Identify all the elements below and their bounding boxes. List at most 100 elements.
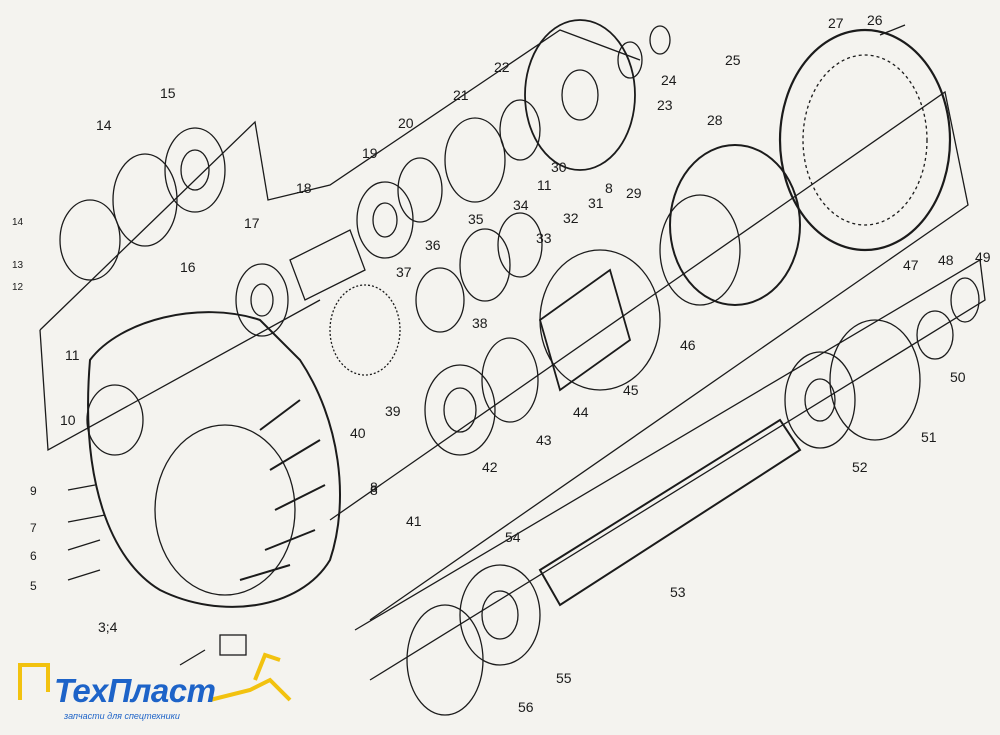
gasket-14 <box>112 153 178 247</box>
callout-number: 29 <box>626 185 642 201</box>
flange-23 <box>524 19 636 171</box>
callout-number: 53 <box>670 584 686 600</box>
callout-number: 35 <box>468 211 484 227</box>
callout-number: 14 <box>12 217 24 228</box>
seal-51 <box>829 319 921 441</box>
callout-number: 56 <box>518 699 534 715</box>
logo-machine-icon <box>18 652 292 702</box>
nut-25 <box>649 25 671 55</box>
plug-fitting <box>219 634 247 656</box>
bolt-6 <box>67 539 101 551</box>
snap-ring-56 <box>406 604 484 716</box>
callout-number: 38 <box>472 315 488 331</box>
ring-33 <box>497 212 543 278</box>
bolt-26 <box>879 24 906 36</box>
callout-number: 15 <box>160 85 176 101</box>
ring-45 <box>539 249 661 391</box>
brand-tagline: запчасти для спецтехники <box>64 711 180 721</box>
callout-number: 37 <box>396 264 412 280</box>
callout-number: 32 <box>563 210 579 226</box>
callout-number: 20 <box>398 115 414 131</box>
callout-number: 8 <box>370 479 378 495</box>
callout-number: 10 <box>60 412 76 428</box>
snap-ring-49 <box>950 277 980 323</box>
group-outline-upper <box>39 29 641 331</box>
callout-number: 28 <box>707 112 723 128</box>
ring-24 <box>617 41 643 79</box>
callout-layer: 3;45678910111213141415161718192021222324… <box>12 12 991 715</box>
bearing-19 <box>356 181 414 259</box>
callout-number: 3;4 <box>98 619 118 635</box>
callout-number: 22 <box>494 59 510 75</box>
callout-number: 44 <box>573 404 589 420</box>
callout-number: 26 <box>867 12 883 28</box>
housing-ribs <box>239 399 326 581</box>
callout-number: 8 <box>370 482 378 498</box>
bearing-15 <box>164 127 226 213</box>
callout-number: 21 <box>453 87 469 103</box>
callout-number: 7 <box>30 521 37 535</box>
callout-number: 30 <box>551 159 567 175</box>
ring-gear-21 <box>444 117 506 203</box>
bolt-7 <box>67 514 106 523</box>
callout-number: 54 <box>505 529 521 545</box>
housing-bore-small <box>86 384 144 456</box>
gear-shaft-18 <box>289 229 366 301</box>
callout-number: 25 <box>725 52 741 68</box>
bearing-17 <box>235 263 289 337</box>
callout-number: 39 <box>385 403 401 419</box>
callout-number: 12 <box>12 282 24 293</box>
callout-number: 18 <box>296 180 312 196</box>
callout-number: 42 <box>482 459 498 475</box>
callout-number: 17 <box>244 215 260 231</box>
callout-number: 13 <box>12 260 24 271</box>
plug-bolt <box>179 649 206 666</box>
callout-number: 24 <box>661 72 677 88</box>
callout-number: 48 <box>938 252 954 268</box>
carrier-28 <box>669 144 801 306</box>
callout-number: 6 <box>30 549 37 563</box>
callout-number: 23 <box>657 97 673 113</box>
bearing-42 <box>424 364 496 456</box>
bolt-5 <box>67 569 101 581</box>
nut-50 <box>916 310 954 360</box>
bolt-9 <box>67 484 96 491</box>
bearing-55 <box>459 564 541 666</box>
callout-number: 33 <box>536 230 552 246</box>
washer-20 <box>397 157 443 223</box>
callout-number: 5 <box>30 579 37 593</box>
bearing-38 <box>415 267 465 333</box>
snap-ring-43 <box>481 337 539 423</box>
callout-number: 46 <box>680 337 696 353</box>
callout-number: 40 <box>350 425 366 441</box>
group-outline-right <box>329 90 969 621</box>
housing-bore-large <box>154 424 296 596</box>
callout-number: 11 <box>537 177 552 193</box>
ring-gear-27 <box>778 28 952 252</box>
callout-number: 31 <box>588 195 604 211</box>
callout-number: 36 <box>425 237 441 253</box>
callout-number: 45 <box>623 382 639 398</box>
callout-number: 34 <box>513 197 529 213</box>
ring-22 <box>499 99 541 161</box>
callout-number: 16 <box>180 259 196 275</box>
callout-number: 51 <box>921 429 937 445</box>
cage-35 <box>459 228 511 302</box>
group-outline-left <box>39 299 321 452</box>
cover-plate-14 <box>59 199 121 281</box>
callout-number: 19 <box>362 145 378 161</box>
callout-number: 14 <box>96 117 112 133</box>
callout-number: 49 <box>975 249 991 265</box>
brand-name: ТехПласт <box>54 672 216 709</box>
shaft-53 <box>538 418 802 607</box>
callout-number: 55 <box>556 670 572 686</box>
callout-number: 8 <box>605 180 613 196</box>
callout-number: 50 <box>950 369 966 385</box>
gear-37 <box>329 284 401 376</box>
housing-outer <box>87 311 341 608</box>
callout-number: 11 <box>65 347 80 363</box>
bearing-52 <box>784 351 856 449</box>
callout-number: 47 <box>903 257 919 273</box>
